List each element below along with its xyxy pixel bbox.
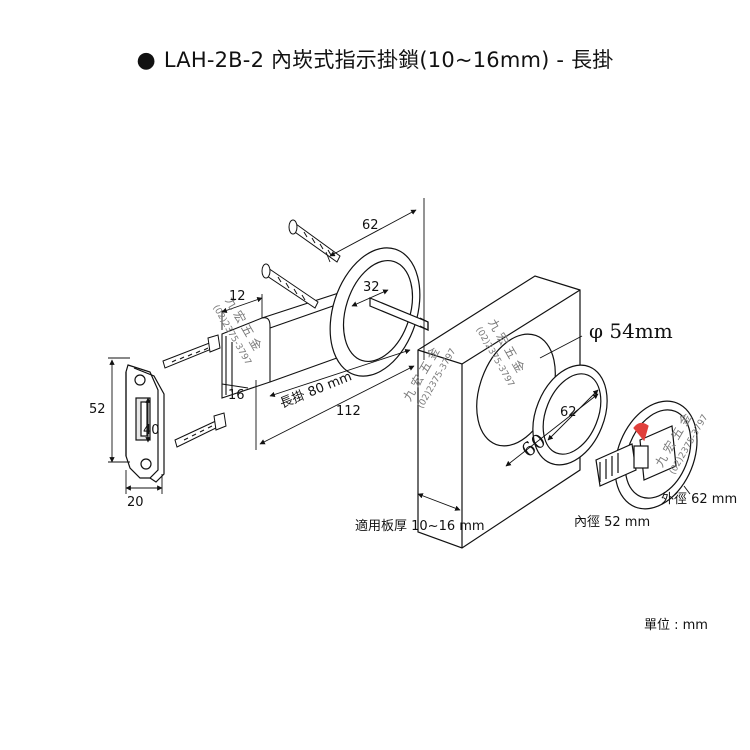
note-outer-diameter: 外徑 62 mm (661, 492, 737, 507)
indicator-red-mark (633, 422, 649, 442)
dim-32: 32 (363, 280, 380, 295)
dim-16: 16 (228, 388, 245, 403)
dim-62-top: 62 (362, 218, 379, 233)
dimension-lines (108, 198, 691, 511)
dim-112: 112 (336, 404, 361, 419)
note-inner-diameter: 內徑 52 mm (574, 515, 650, 530)
dim-62-ring: 62 (560, 405, 577, 420)
indicator-knob (595, 400, 698, 510)
dim-20: 20 (127, 495, 144, 510)
strike-screws (162, 334, 227, 448)
title-bullet-icon: ● (136, 48, 156, 73)
dim-52: 52 (89, 402, 106, 417)
dim-40: 40 (143, 423, 160, 438)
page-title: ● LAH-2B-2 內崁式指示掛鎖(10~16mm) - 長掛 (0, 44, 750, 74)
dim-12: 12 (229, 289, 246, 304)
dim-phi54: φ 54mm (589, 319, 673, 343)
title-text: LAH-2B-2 內崁式指示掛鎖(10~16mm) - 長掛 (163, 48, 614, 72)
note-board-thickness: 適用板厚 10~16 mm (355, 518, 485, 534)
long-screws (261, 219, 341, 309)
note-unit: 單位 : mm (644, 618, 708, 633)
